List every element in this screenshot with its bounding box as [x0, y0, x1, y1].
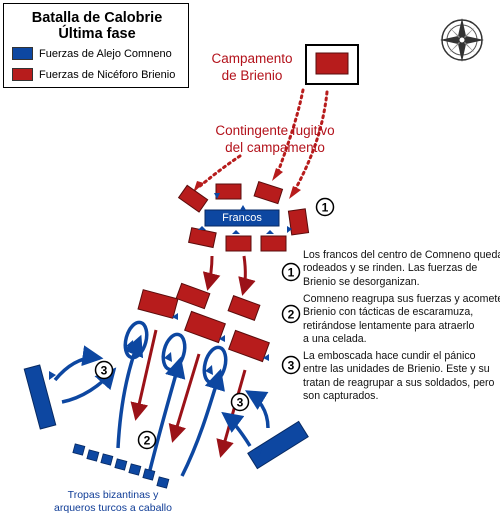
ambush-right: [221, 390, 309, 470]
marker-3-map-left: 3: [94, 360, 114, 380]
marker-3-note: 3: [281, 355, 301, 375]
marker-1-map: 1: [315, 197, 335, 217]
fugitive-arrowhead: [272, 168, 283, 181]
fugitive-arrowhead: [193, 181, 204, 193]
note-2: Comneno reagrupa sus fuerzas y acomete B…: [303, 293, 500, 346]
brienio-units-lower: [137, 282, 270, 363]
legend-label: Fuerzas de Nicéforo Brienio: [39, 68, 176, 81]
skirmish-loop: [202, 345, 228, 385]
legend-item-comneno: Fuerzas de Alejo Comneno: [12, 47, 172, 60]
blue-advance-arrow: [148, 356, 186, 471]
red-advance-arrow: [202, 255, 221, 291]
legend-subtitle: Última fase: [58, 26, 136, 42]
compass-rose-icon: [440, 18, 484, 62]
legend-item-brienio: Fuerzas de Nicéforo Brienio: [12, 68, 175, 81]
byzantine-troops-label: Tropas bizantinas y arqueros turcos a ca…: [54, 489, 172, 514]
svg-text:3: 3: [237, 396, 244, 410]
legend-title: Batalla de Calobrie: [31, 10, 163, 26]
byzantine-archers: [72, 443, 170, 489]
red-pursuit-arrow: [216, 369, 247, 458]
blue-advance-arrow: [116, 334, 144, 449]
franks-label: Francos: [222, 212, 262, 224]
camp-label: Campamento de Brienio: [211, 51, 293, 83]
brienio-camp: [305, 44, 359, 85]
marker-3-map-right: 3: [230, 392, 250, 412]
svg-text:2: 2: [144, 434, 151, 448]
marker-2-map: 2: [137, 430, 157, 450]
legend-swatch-red: [12, 68, 33, 81]
red-pursuit-arrow: [130, 329, 158, 421]
svg-text:1: 1: [322, 201, 329, 215]
brienio-units-upper: [177, 181, 310, 252]
note-3: La emboscada hace cundir el pánico entre…: [303, 350, 495, 403]
fugitive-arrowhead: [289, 186, 301, 199]
skirmish-loop: [123, 320, 149, 360]
svg-text:1: 1: [288, 266, 295, 280]
fugitive-label: Contingente fugitivo del campamento: [215, 123, 335, 155]
svg-text:2: 2: [288, 308, 295, 322]
legend-swatch-blue: [12, 47, 33, 60]
skirmish-loop: [161, 332, 187, 372]
svg-text:3: 3: [101, 364, 108, 378]
red-pursuit-arrow: [168, 353, 201, 443]
marker-2-note: 2: [281, 304, 301, 324]
red-advance-arrow: [238, 255, 256, 296]
blue-advance-arrow: [180, 368, 225, 477]
legend: Batalla de Calobrie Última fase Fuerzas …: [3, 3, 189, 88]
legend-label: Fuerzas de Alejo Comneno: [39, 47, 172, 60]
marker-1-note: 1: [281, 262, 301, 282]
note-1: Los francos del centro de Comneno quedan…: [303, 249, 500, 288]
svg-text:3: 3: [288, 359, 295, 373]
